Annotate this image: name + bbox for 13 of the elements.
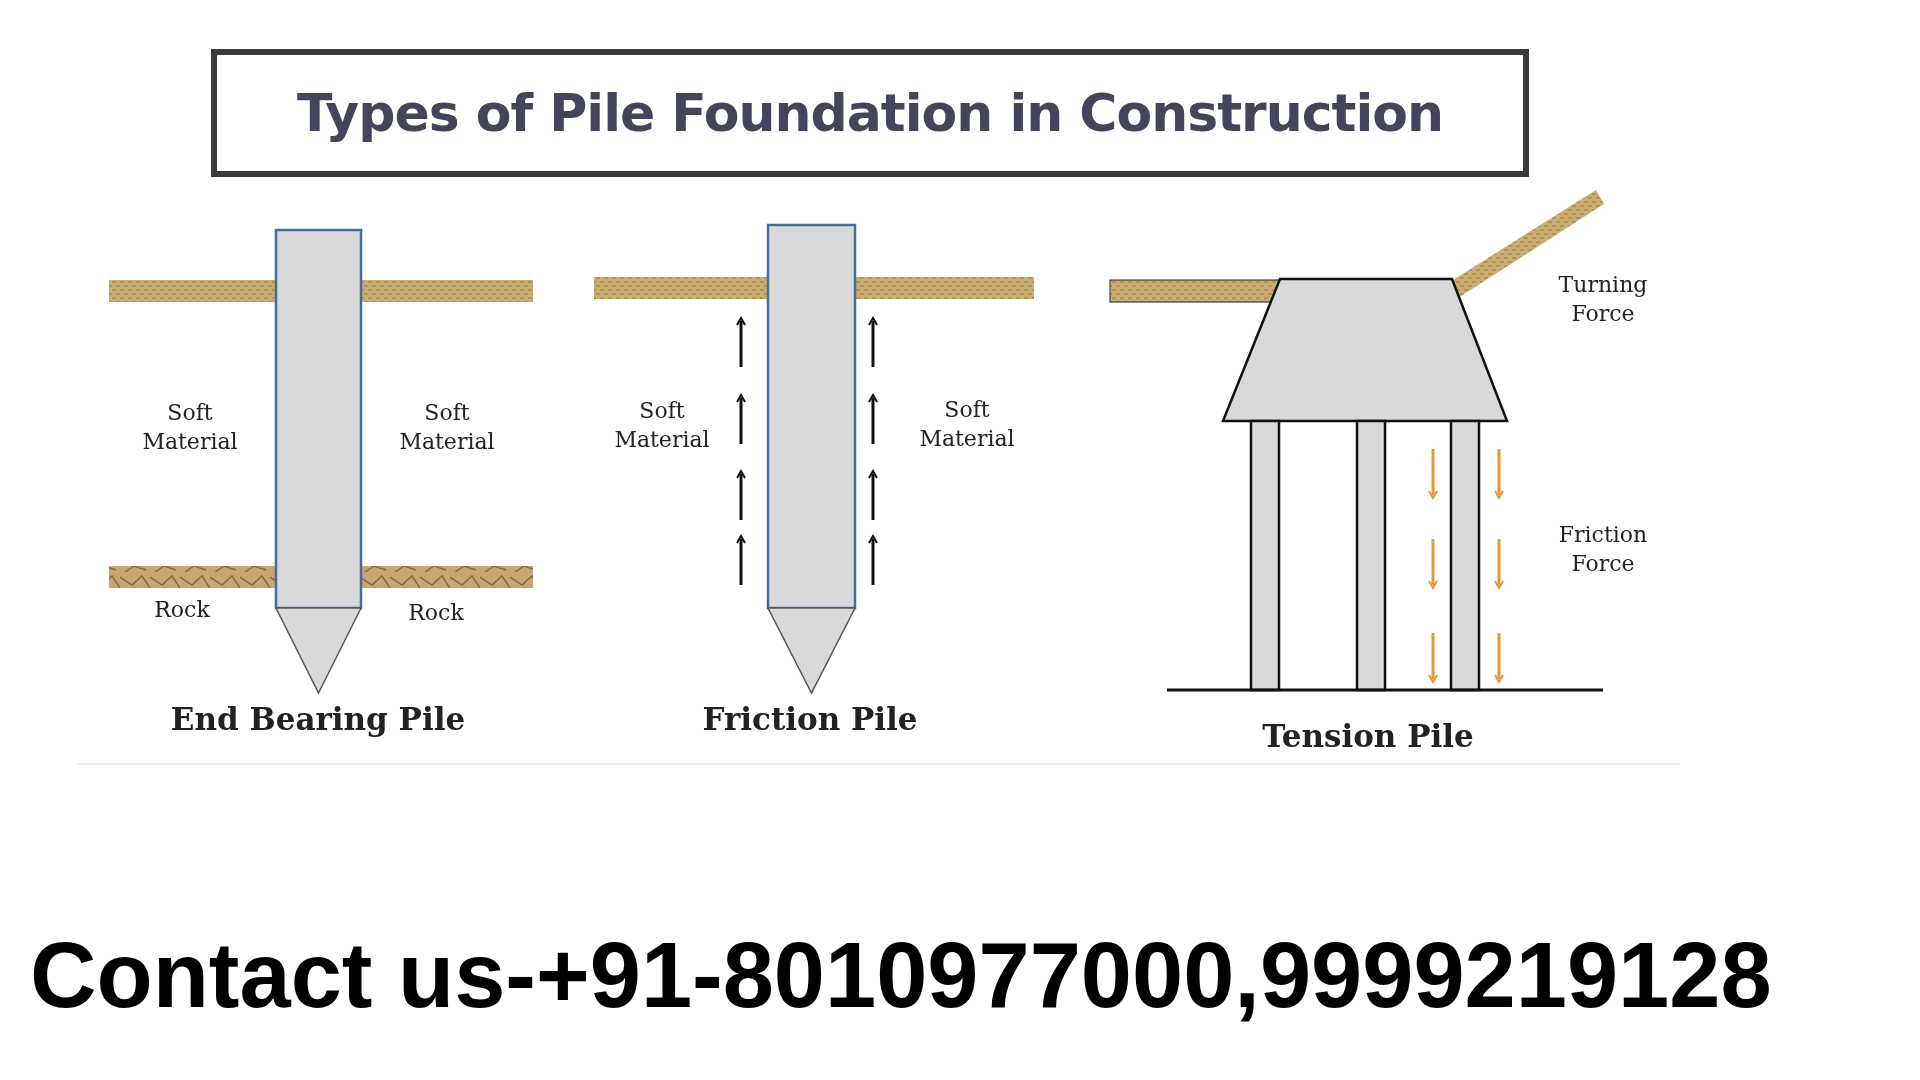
pile-caption: Tension Pile: [1262, 716, 1474, 756]
layer-label: Soft Material: [918, 396, 1016, 453]
force-label: Turning Force: [1557, 271, 1649, 328]
layer-label: Rock: [153, 595, 211, 624]
layer-label: Rock: [407, 598, 465, 627]
layer-label: Soft Material: [398, 399, 496, 456]
title: Types of Pile Foundation in Construction: [297, 83, 1443, 143]
layer-label: Soft Material: [141, 399, 239, 456]
contact-text: Contact us-+91-8010977000,9999219128: [30, 925, 1772, 1025]
layer-label: Soft Material: [613, 397, 711, 454]
pile-caption: Friction Pile: [702, 699, 918, 739]
pile-caption: End Bearing Pile: [170, 699, 466, 739]
force-label: Friction Force: [1557, 521, 1649, 578]
